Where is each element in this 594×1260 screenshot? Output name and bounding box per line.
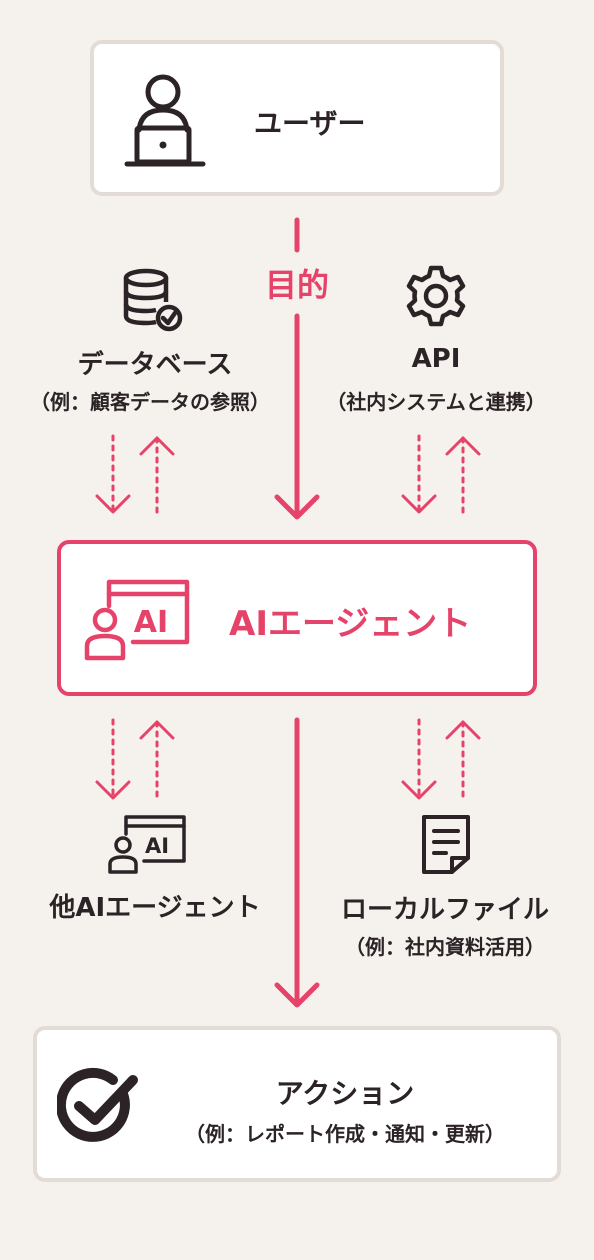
check-circle-icon	[57, 1067, 138, 1142]
ai-agent-box: AI AIエージェント	[57, 540, 537, 696]
database-label: データベース	[77, 350, 233, 380]
local-file-label: ローカルファイル	[340, 895, 549, 925]
ai-agent-icon: AI	[108, 815, 186, 874]
purpose-arrow-head	[274, 494, 320, 520]
ai-agent-icon: AI	[84, 579, 190, 661]
purpose-label: 目的	[264, 266, 329, 304]
database-sub: （例：顧客データの参照）	[30, 390, 270, 414]
user-box: ユーザー	[90, 40, 504, 196]
database-check-icon	[123, 268, 183, 332]
other-agent-label: 他AIエージェント	[49, 893, 261, 923]
local-file-sub: （例：社内資料活用）	[345, 935, 545, 959]
gear-icon	[406, 265, 466, 327]
action-box: アクション （例：レポート作成・通知・更新）	[33, 1026, 561, 1182]
other-agent-icon-text: AI	[145, 834, 169, 858]
user-at-laptop-icon	[124, 74, 206, 167]
api-sub: （社内システムと連携）	[326, 390, 546, 414]
action-sub: （例：レポート作成・通知・更新）	[185, 1122, 505, 1146]
document-icon	[422, 815, 470, 874]
action-arrow-head	[274, 982, 320, 1008]
ai-agent-label: AIエージェント	[229, 604, 472, 644]
user-label: ユーザー	[254, 107, 366, 140]
ai-agent-icon-text: AI	[134, 605, 168, 640]
action-label: アクション	[275, 1077, 415, 1110]
api-label: API	[411, 344, 461, 374]
